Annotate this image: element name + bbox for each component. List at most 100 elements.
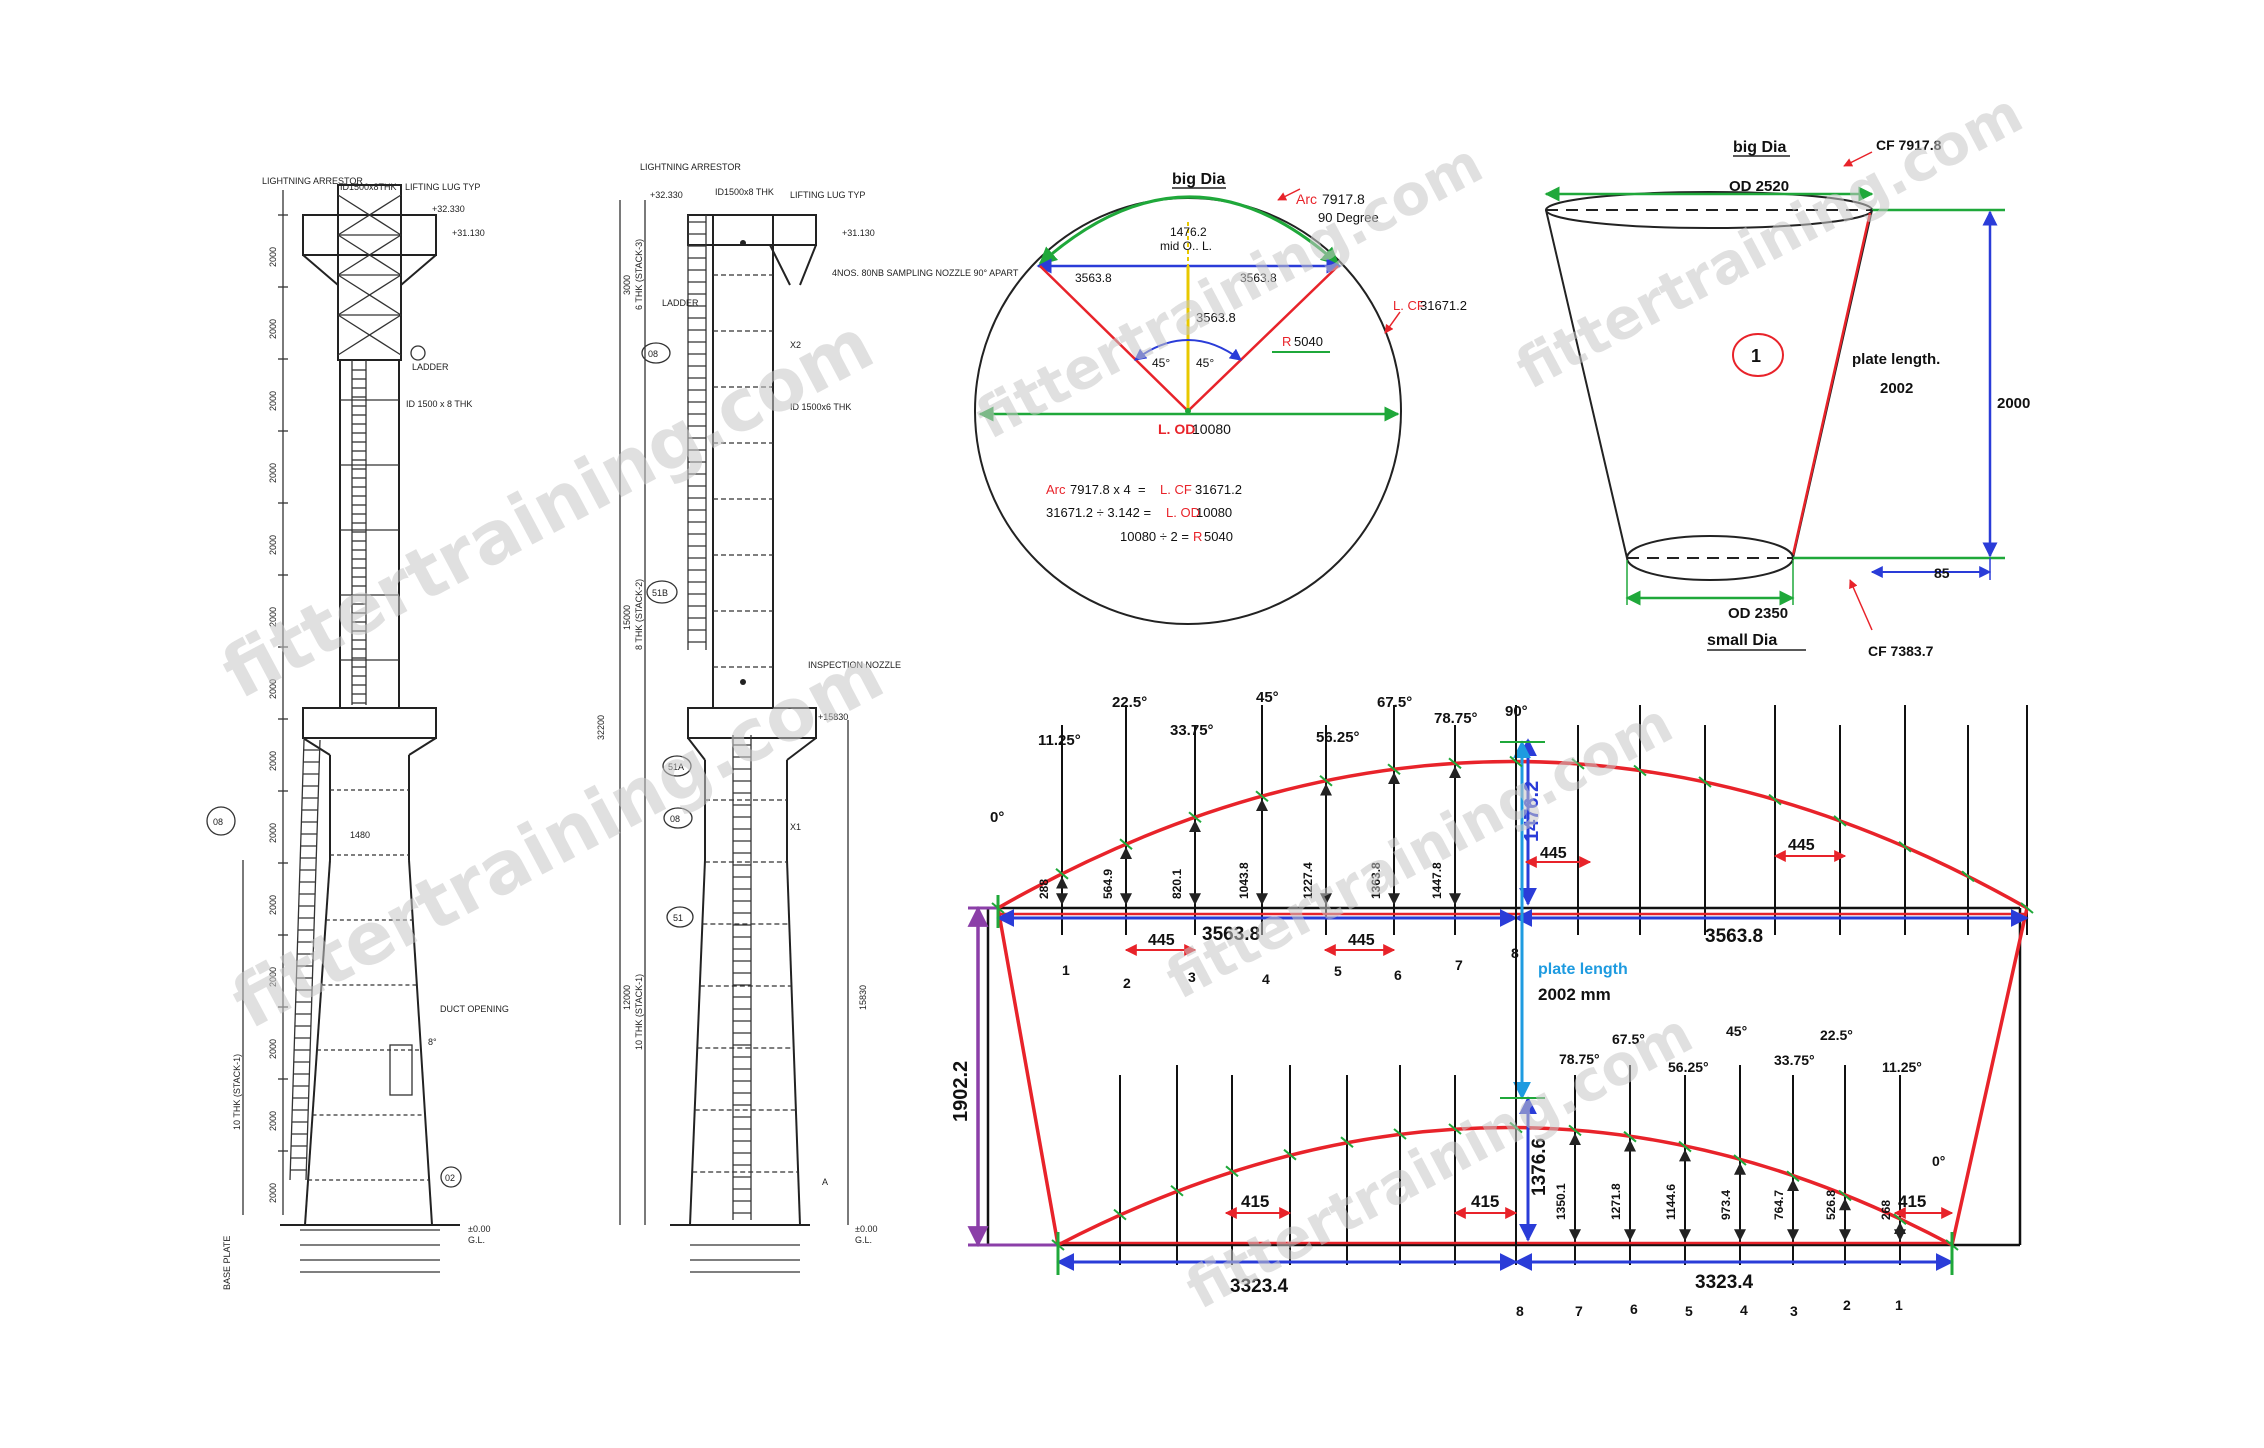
watermark-4: fittertraining.com (1506, 81, 2033, 402)
spacing-small-1: 415 (1241, 1192, 1269, 1211)
circle-r-val: 5040 (1294, 334, 1323, 349)
top-arc-mark (1319, 774, 1333, 787)
right-elev-mid: +15830 (818, 712, 848, 722)
left-tag-02: 02 (445, 1173, 455, 1183)
left-top-dim: ID1500x8THK (340, 182, 397, 192)
bottom-angle-label: 67.5° (1612, 1031, 1645, 1047)
circle-eq1-lcf: L. CF (1160, 482, 1192, 497)
left-dim-label: 2000 (268, 319, 278, 339)
bottom-angle-label: 78.75° (1559, 1051, 1600, 1067)
small-arc (1057, 1125, 1953, 1247)
top-angle-label: 22.5° (1112, 694, 1147, 711)
top-ordinate-value: 288 (1037, 879, 1051, 899)
top-point-number: 6 (1394, 967, 1402, 983)
bottom-arc-mark (1678, 1140, 1692, 1153)
circle-arc-val: 7917.8 (1322, 191, 1365, 207)
bottom-angle-label: 22.5° (1820, 1027, 1853, 1043)
circle-mid-val: 1476.2 (1170, 225, 1207, 239)
purple-height: 1902.2 (950, 1061, 972, 1122)
bottom-arc-mark (1393, 1128, 1407, 1140)
right-nozzle-label: 4NOS. 80NB SAMPLING NOZZLE 90° APART (832, 268, 1019, 278)
bottom-ordinate-value: 764.7 (1772, 1190, 1786, 1220)
top-point-number: 8 (1511, 945, 1519, 961)
circle-eq2-lod: L. OD (1166, 505, 1200, 520)
top-arc-mark (1055, 868, 1069, 880)
top-arc-mark (1119, 838, 1133, 850)
top-arc-mark (1509, 755, 1523, 768)
left-elev-2: +31.130 (452, 228, 485, 238)
right-x1: X1 (790, 822, 801, 832)
bottom-point-number: 7 (1575, 1303, 1583, 1319)
top-ordinate-value: 1447.8 (1430, 862, 1444, 899)
right-thk3: 6 THK (STACK-3) (634, 239, 644, 310)
right-elev-0: ±0.00 (855, 1224, 877, 1234)
top-arc-mark (2020, 902, 2034, 914)
cone-height: 2000 (1997, 395, 2030, 412)
left-dim-label: 2000 (268, 1039, 278, 1059)
spacing-left-1: 445 (1148, 932, 1175, 949)
left-dim-label: 2000 (268, 535, 278, 555)
cone-diagram: big Dia CF 7917.8 OD 2520 1 plate length… (1544, 137, 2030, 659)
cone-plate-length-val: 2002 (1880, 380, 1913, 397)
spacing-left-2: 445 (1348, 932, 1375, 949)
left-dim-label: 2000 (268, 1111, 278, 1131)
right-s3: 3000 (622, 275, 632, 295)
left-dim-label: 2000 (268, 607, 278, 627)
circle-eq2-val: 10080 (1196, 505, 1232, 520)
watermark-2: fittertraining.com (219, 631, 897, 1045)
right-inspection: INSPECTION NOZZLE (808, 660, 901, 670)
bottom-point-number: 5 (1685, 1303, 1693, 1319)
cone-small-dia: small Dia (1707, 632, 1777, 649)
left-elev-1: +32.330 (432, 204, 465, 214)
left-lightning-label: LIGHTNING ARRESTOR (262, 176, 363, 186)
circle-h-right: 3563.8 (1240, 271, 1277, 285)
bottom-arc-mark (1623, 1130, 1637, 1143)
watermark-1: fittertraining.com (209, 301, 887, 715)
circle-title: big Dia (1172, 171, 1225, 188)
right-tag-51: 51 (673, 913, 683, 923)
circle-eq2-mid: 31671.2 ÷ 3.142 = (1046, 505, 1155, 520)
bottom-arc-mark (1945, 1239, 1959, 1251)
left-elev-0: ±0.00 (468, 1224, 490, 1234)
circle-lod-val: 10080 (1192, 421, 1231, 437)
circle-lod-label: L. OD (1158, 421, 1195, 437)
circle-eq1-val: 31671.2 (1195, 482, 1242, 497)
bottom-point-number: 3 (1790, 1303, 1798, 1319)
bottom-ordinate-value: 1144.6 (1664, 1184, 1678, 1220)
bottom-point-number: 2 (1843, 1297, 1851, 1313)
left-dim-label: 2000 (268, 463, 278, 483)
circle-eq3-mid: 10080 ÷ 2 = (1120, 529, 1193, 544)
top-arc-mark (1255, 790, 1269, 802)
bottom-arc-mark (1448, 1123, 1462, 1135)
top-angle-label: 45° (1256, 689, 1279, 706)
top-angle-label: 11.25° (1038, 732, 1081, 749)
right-tag-08a: 08 (648, 349, 658, 359)
left-id-note: ID 1500 x 8 THK (406, 399, 472, 409)
right-stack-drawing: LIGHTNING ARRESTOR ID1500x8 THK LIFTING … (596, 162, 1019, 1273)
bottom-arc-mark (1568, 1124, 1582, 1137)
cone-number: 1 (1751, 346, 1761, 366)
bottom-angle-label: 33.75° (1774, 1052, 1815, 1068)
top-ordinate-value: 1043.8 (1237, 862, 1251, 899)
watermark-3: fittertraining.com (966, 131, 1493, 452)
left-dim-label: 2000 (268, 895, 278, 915)
big-arc (997, 759, 2028, 910)
left-tag-08-circle (206, 806, 236, 836)
top-point-number: 2 (1123, 975, 1131, 991)
right-elev-1: +32.330 (650, 190, 683, 200)
right-id-note: ID 1500x6 THK (790, 402, 851, 412)
cone-offset: 85 (1934, 565, 1950, 581)
spacing-small-3: 415 (1898, 1192, 1926, 1211)
left-dim-ticks: 2000200020002000200020002000200020002000… (268, 214, 288, 1203)
cone-big-dia: big Dia (1733, 139, 1786, 156)
half-top-left: 3563.8 (1202, 924, 1260, 945)
left-tag-08: 08 (213, 817, 223, 827)
bottom-arc-mark (1509, 1121, 1523, 1134)
spacing-right: 445 (1788, 837, 1815, 854)
circle-diagram: big Dia Arc 7917.8 90 Degree 1476.2 mid … (974, 171, 1467, 625)
top-arc-mark (991, 902, 1005, 914)
bottom-arc-mark (1051, 1239, 1065, 1251)
bottom-ordinate-value: 526.8 (1824, 1190, 1838, 1220)
top-point-number: 3 (1188, 969, 1196, 985)
